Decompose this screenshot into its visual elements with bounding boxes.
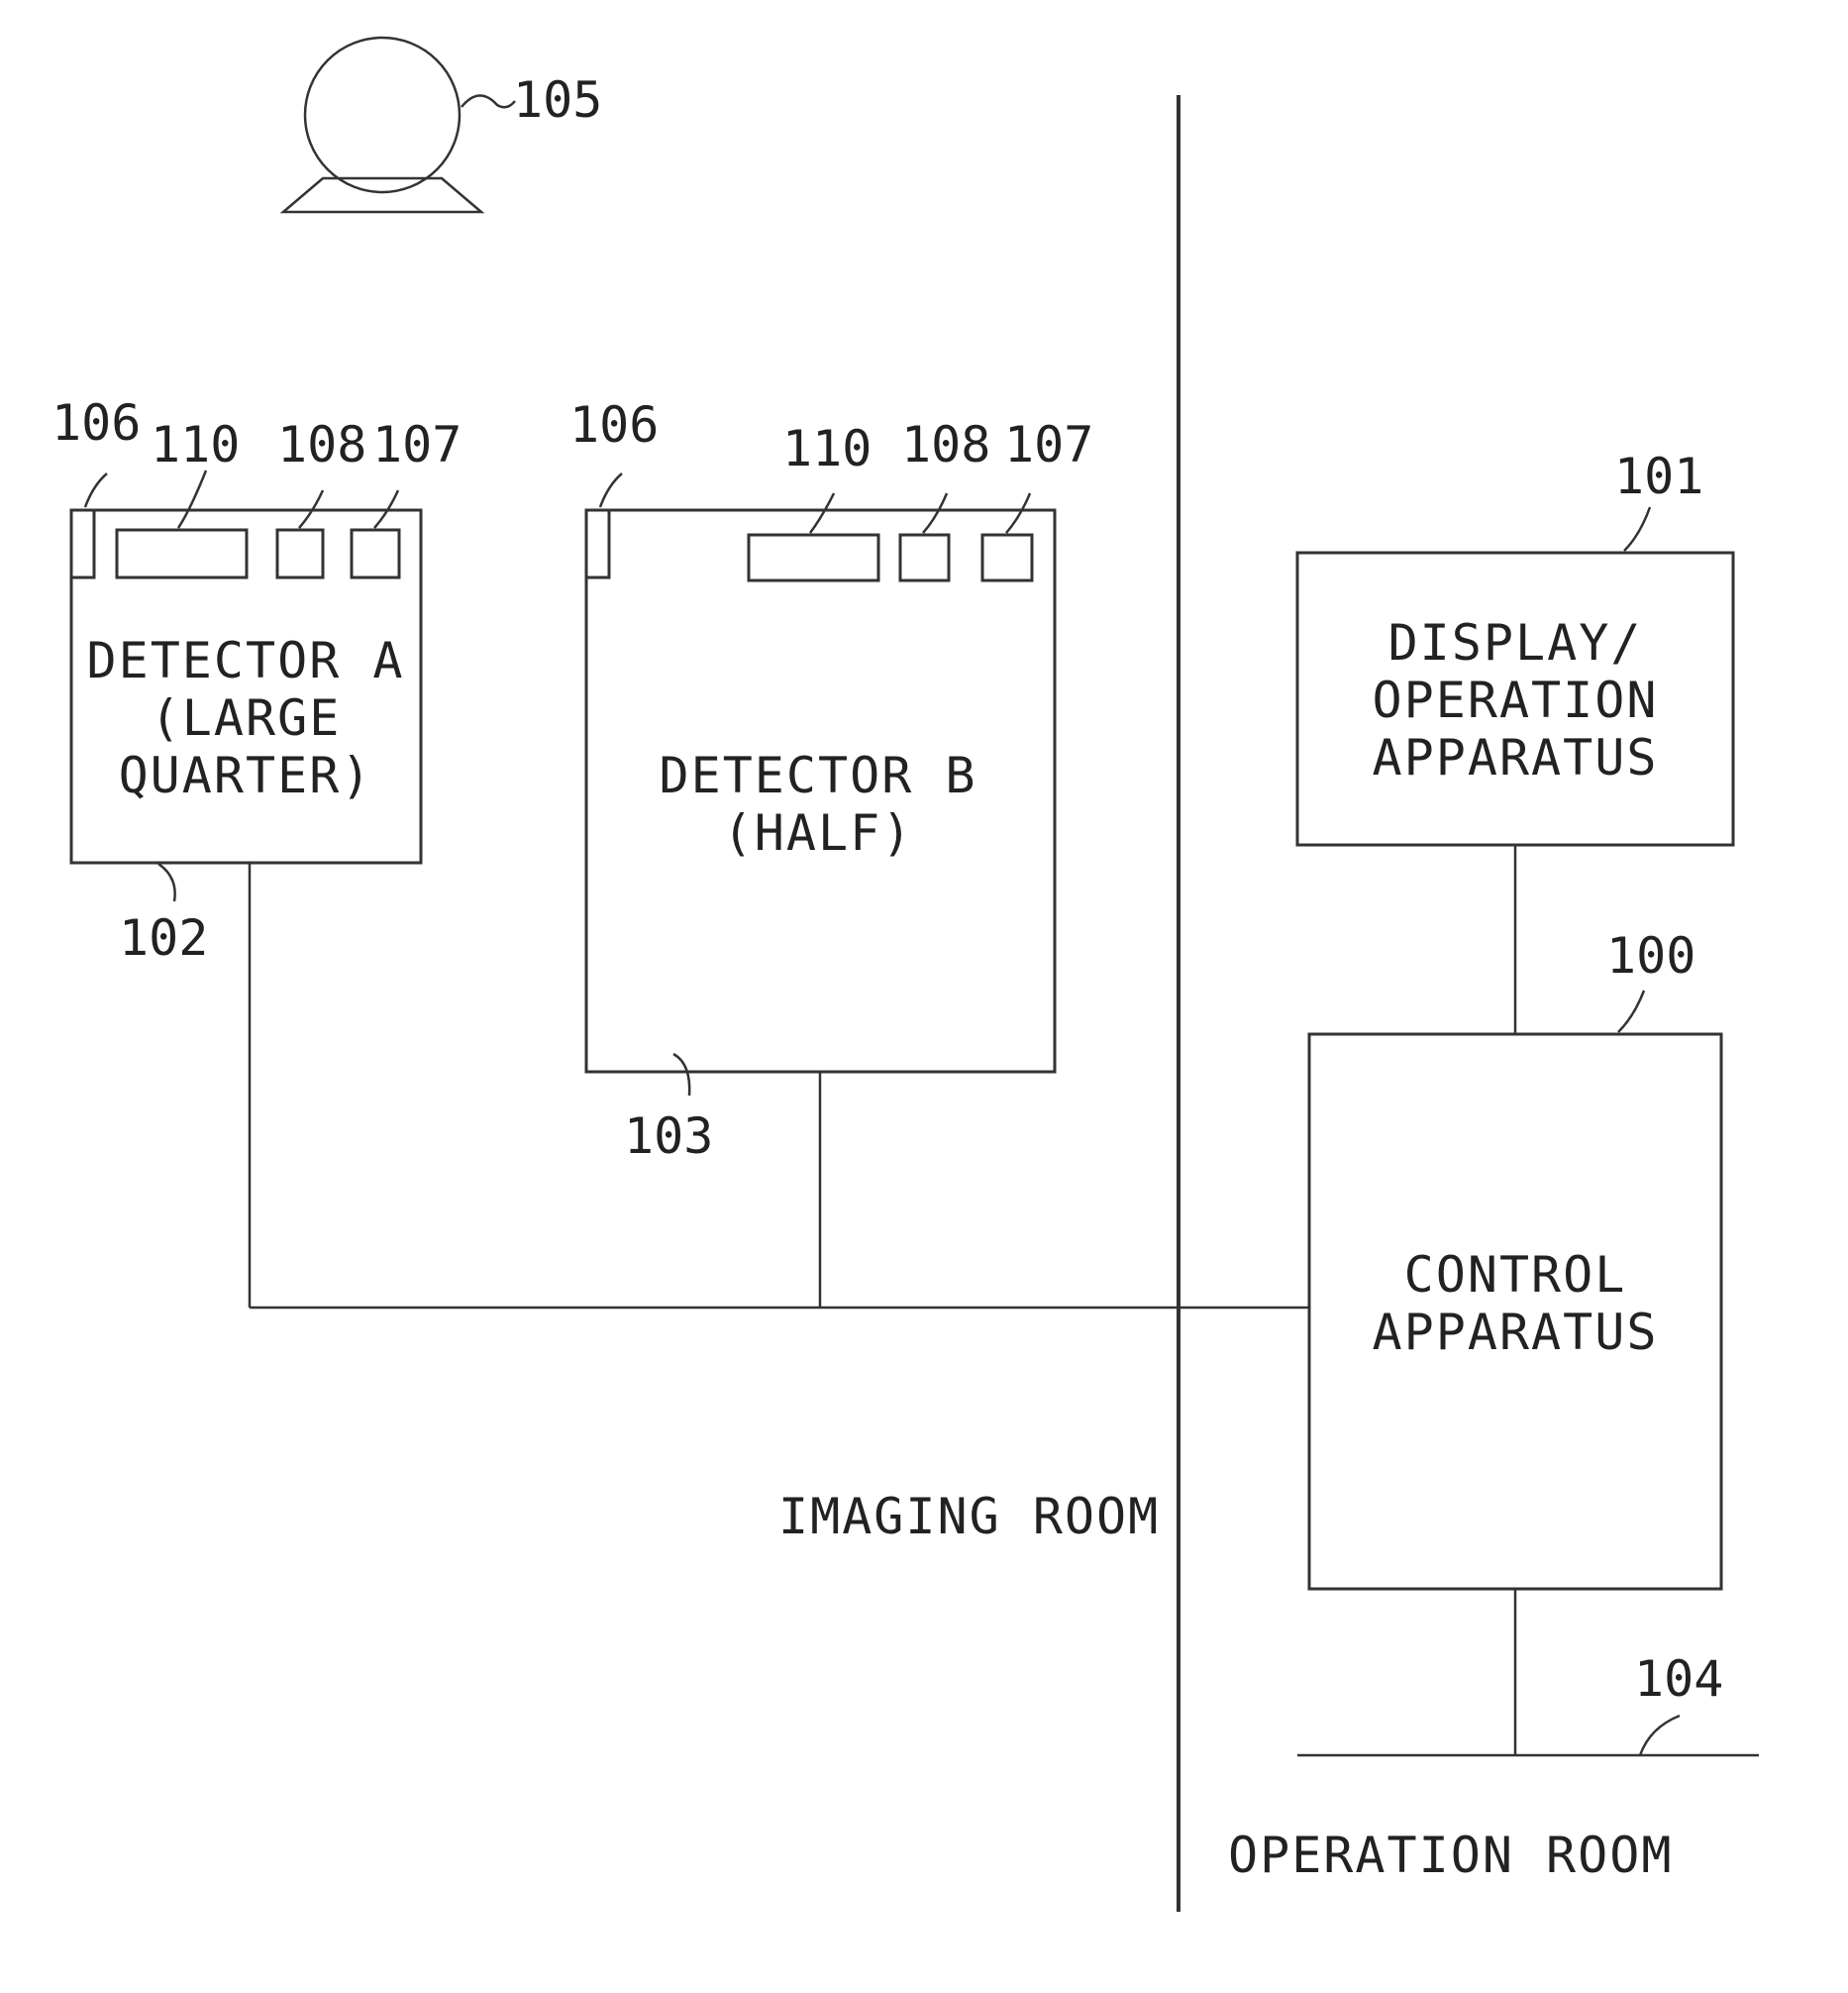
ref-a-107: 107 bbox=[372, 416, 462, 473]
leader-104 bbox=[1640, 1716, 1680, 1755]
leader-b-106 bbox=[600, 473, 622, 507]
operation-room-label: OPERATION ROOM bbox=[1228, 1827, 1673, 1884]
ref-a-110: 110 bbox=[151, 416, 240, 473]
ref-105: 105 bbox=[513, 71, 602, 129]
leader-105 bbox=[462, 95, 515, 107]
leader-101 bbox=[1624, 507, 1650, 551]
detector-a-part-108 bbox=[277, 530, 323, 577]
ref-b-103: 103 bbox=[624, 1107, 713, 1165]
detector-b-part-106 bbox=[586, 510, 609, 577]
ref-100: 100 bbox=[1606, 927, 1695, 985]
detector-a-part-106 bbox=[71, 510, 94, 577]
ref-a-106: 106 bbox=[51, 394, 141, 452]
display-label-3: APPARATUS bbox=[1373, 729, 1659, 787]
detector-b-part-107 bbox=[982, 535, 1032, 580]
xray-source-icon bbox=[283, 38, 481, 212]
display-label-2: OPERATION bbox=[1373, 672, 1659, 729]
ref-b-110: 110 bbox=[782, 420, 872, 477]
ref-a-108: 108 bbox=[277, 416, 366, 473]
leader-a-106 bbox=[85, 473, 107, 507]
detector-b-label-2: (HALF) bbox=[723, 804, 914, 862]
control-label-1: CONTROL bbox=[1404, 1246, 1627, 1304]
leader-a-102 bbox=[158, 864, 175, 901]
detector-b-label-1: DETECTOR B bbox=[659, 747, 976, 804]
ref-b-106: 106 bbox=[569, 396, 659, 454]
detector-b-part-110 bbox=[749, 535, 878, 580]
detector-a-label-2: (LARGE bbox=[151, 689, 342, 747]
ref-101: 101 bbox=[1614, 448, 1703, 505]
leader-100 bbox=[1618, 991, 1644, 1032]
ref-b-107: 107 bbox=[1004, 416, 1093, 473]
ref-a-102: 102 bbox=[119, 909, 208, 967]
ref-104: 104 bbox=[1634, 1650, 1723, 1708]
display-label-1: DISPLAY/ bbox=[1388, 614, 1643, 672]
imaging-room-label: IMAGING ROOM bbox=[778, 1488, 1160, 1545]
detector-a-part-107 bbox=[352, 530, 399, 577]
detector-b-part-108 bbox=[900, 535, 949, 580]
detector-a-part-110 bbox=[117, 530, 247, 577]
control-label-2: APPARATUS bbox=[1373, 1304, 1659, 1361]
detector-a-label-3: QUARTER) bbox=[119, 747, 373, 804]
detector-a-label-1: DETECTOR A bbox=[86, 632, 404, 689]
ref-b-108: 108 bbox=[901, 416, 990, 473]
